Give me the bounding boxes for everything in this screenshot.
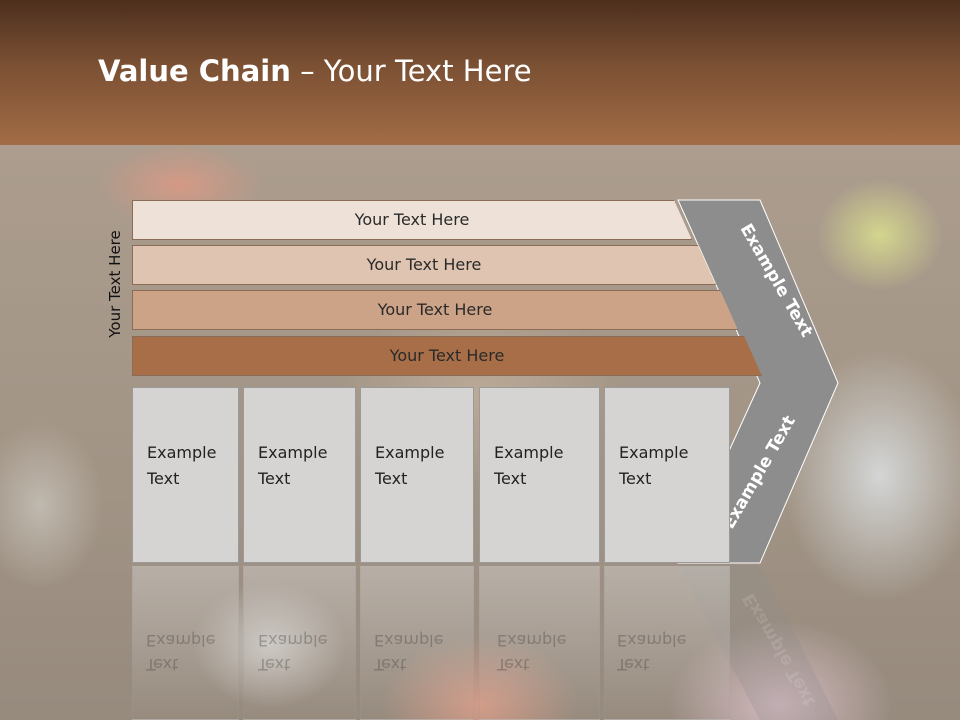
bar-3[interactable]: Your Text Here <box>132 290 738 330</box>
bar-2[interactable]: Your Text Here <box>132 245 716 285</box>
bar-1[interactable]: Your Text Here <box>132 200 692 240</box>
cell-1-line2: Text <box>147 469 180 488</box>
cell-1-line1: Example <box>147 443 217 462</box>
cell-3-line1: Example <box>375 443 445 462</box>
bar-3-label: Your Text Here <box>377 300 493 319</box>
cell-4-reflection <box>479 565 600 720</box>
bar-4-label: Your Text Here <box>389 346 505 365</box>
bar-2-label: Your Text Here <box>366 255 482 274</box>
cell-2-line1: Example <box>258 443 328 462</box>
cell-2[interactable]: Example Text <box>243 387 356 563</box>
cell-2-line2: Text <box>258 469 291 488</box>
cell-2-reflection <box>243 565 356 720</box>
cell-4-line2: Text <box>494 469 527 488</box>
cell-5-line2: Text <box>619 469 652 488</box>
bar-1-label: Your Text Here <box>354 210 470 229</box>
cell-3-reflection <box>360 565 474 720</box>
chevron-reflection <box>678 565 838 720</box>
header-band: Value Chain – Your Text Here <box>0 0 960 145</box>
cell-1[interactable]: Example Text <box>132 387 239 563</box>
cell-3-line2: Text <box>375 469 408 488</box>
cell-5-reflection <box>604 565 730 720</box>
cell-5-line1: Example <box>619 443 689 462</box>
cell-5[interactable]: Example Text <box>604 387 730 563</box>
cell-4[interactable]: Example Text <box>479 387 600 563</box>
slide-title[interactable]: Value Chain – Your Text Here <box>98 54 532 88</box>
cell-3[interactable]: Example Text <box>360 387 474 563</box>
title-bold: Value Chain <box>98 54 291 88</box>
chevron-arrow <box>677 199 839 564</box>
title-rest: – Your Text Here <box>290 54 532 88</box>
cell-4-line1: Example <box>494 443 564 462</box>
bar-4[interactable]: Your Text Here <box>132 336 762 376</box>
